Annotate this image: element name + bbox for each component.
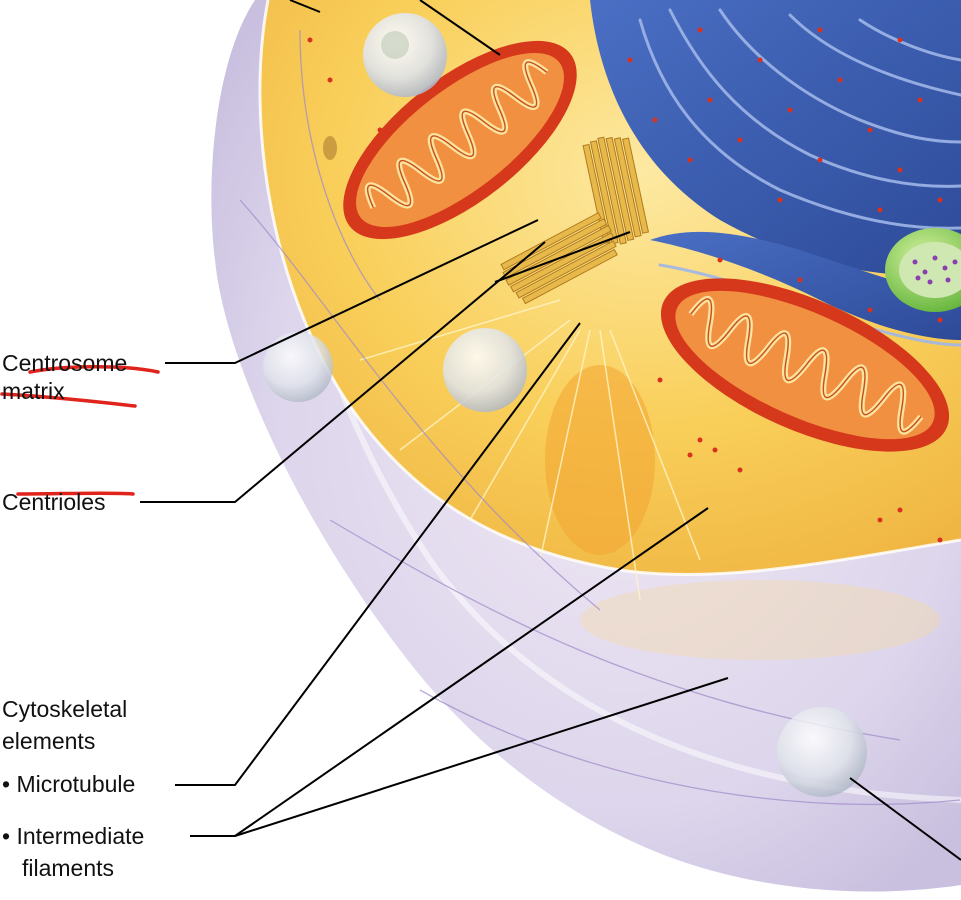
label-intermediate-line2: filaments [22, 855, 115, 881]
leader-line-top-1 [289, 0, 321, 13]
vesicle [263, 332, 333, 402]
leader-line-centrosome [165, 219, 539, 364]
centriole-pair [500, 136, 650, 305]
leader-line-vesicle [849, 777, 961, 861]
ribosomes [307, 27, 943, 543]
label-cytoskeletal-line1: Cytoskeletal [2, 696, 128, 722]
leader-line-centrioles-2 [494, 231, 631, 283]
vesicle [443, 328, 527, 412]
label-intermediate-line1: • Intermediate [2, 823, 145, 849]
label-cytoskeletal-line2: elements [2, 728, 96, 754]
leader-line-intermediate-2 [234, 677, 729, 837]
label-microtubule: • Microtubule [2, 773, 135, 796]
leader-line-centrioles-1 [140, 241, 546, 503]
lysosome [885, 228, 961, 312]
leader-lines [140, 0, 961, 861]
vesicle [363, 13, 447, 97]
mitochondrion [343, 40, 577, 240]
label-centrosome-matrix: Centrosome matrix [2, 352, 127, 403]
leader-line-top-2 [419, 0, 501, 56]
mitochondrion [660, 278, 950, 452]
label-centrosome-matrix-line2: matrix [2, 378, 65, 404]
leader-line-microtubule [175, 322, 581, 786]
label-intermediate-filaments: • Intermediate filaments [2, 825, 144, 880]
label-centrioles-text: Centrioles [2, 489, 106, 515]
red-strike-annotations [0, 365, 160, 496]
label-microtubule-text: • Microtubule [2, 771, 136, 797]
vesicle [777, 707, 867, 797]
label-cytoskeletal-elements: Cytoskeletal elements [2, 698, 127, 753]
cytoskeleton-filaments [359, 299, 701, 601]
label-centrosome-matrix-line1: Centrosome [2, 350, 128, 376]
label-centrioles: Centrioles [2, 491, 106, 514]
